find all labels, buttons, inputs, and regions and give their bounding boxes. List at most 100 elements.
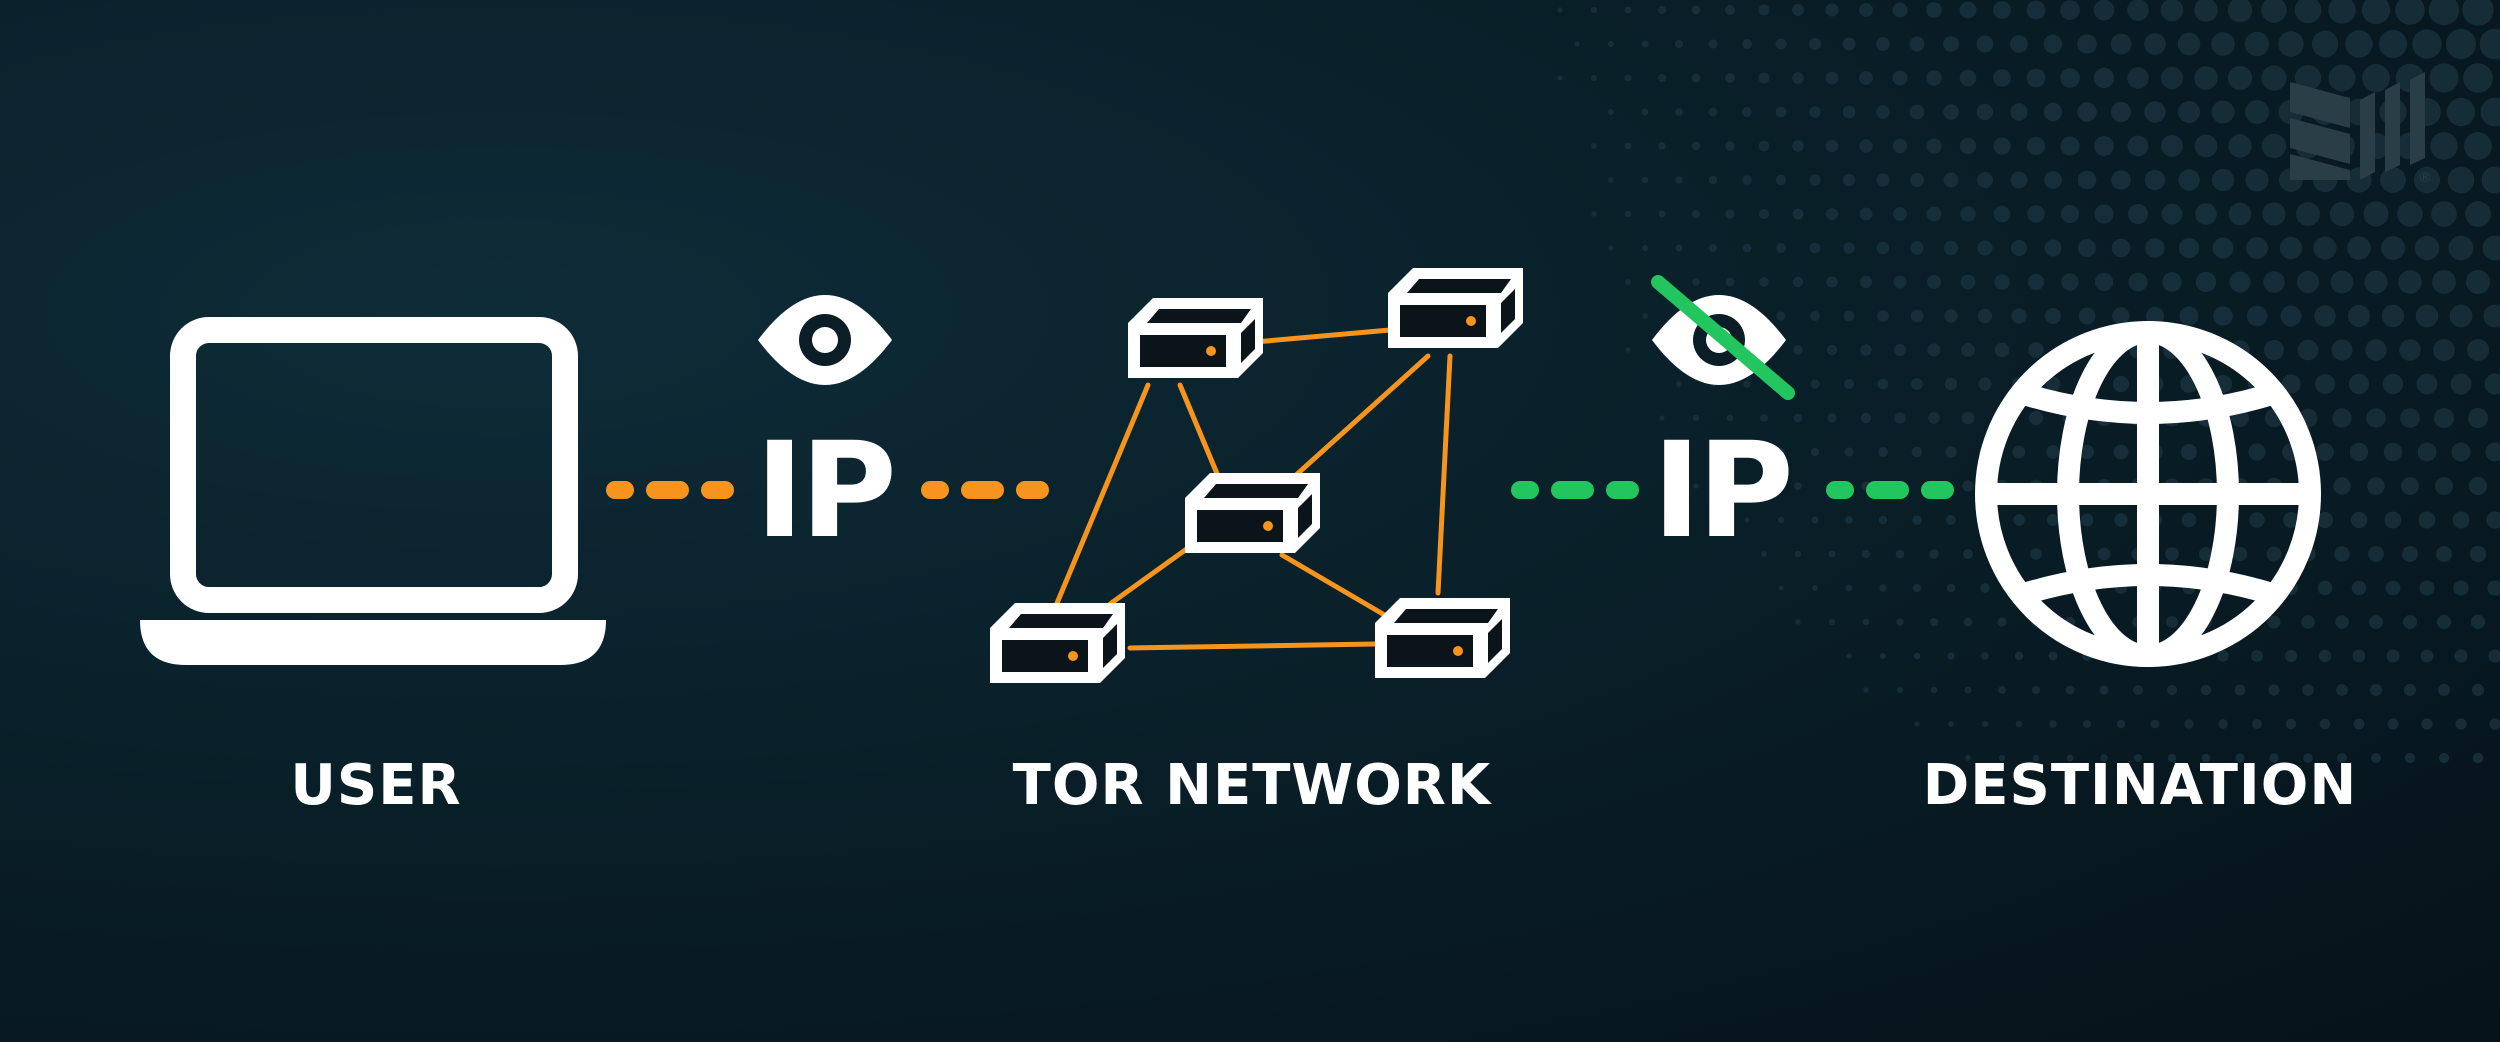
pattern-dot (2060, 68, 2080, 88)
pattern-dot (2311, 30, 2339, 58)
pattern-dot (1943, 172, 1959, 188)
pattern-dot (1608, 41, 1614, 47)
pattern-dot (2446, 97, 2476, 127)
pattern-dot (2249, 512, 2265, 528)
pattern-dot (1859, 71, 1873, 85)
pattern-dot (2348, 373, 2370, 395)
svg-text:®: ® (2418, 170, 2432, 186)
pattern-dot (1608, 177, 1614, 183)
pattern-dot (2027, 205, 2045, 223)
pattern-dot (2296, 270, 2320, 294)
pattern-dot (2211, 168, 2235, 192)
pattern-dot (1927, 275, 1941, 289)
pattern-dot (2314, 305, 2336, 327)
pattern-dot (1743, 448, 1751, 456)
pattern-dot (1591, 143, 1597, 149)
pattern-dot (1893, 207, 1907, 221)
pattern-dot (1859, 207, 1873, 221)
pattern-dot (2489, 718, 2500, 730)
pattern-dot (2049, 720, 2057, 728)
pattern-dot (2469, 545, 2487, 563)
pattern-dot (2365, 339, 2387, 361)
pattern-dot (1624, 142, 1632, 150)
pattern-dot (2110, 33, 2132, 55)
pattern-dot (2345, 30, 2373, 58)
pattern-dot (2227, 65, 2253, 91)
pattern-dot (1913, 652, 1921, 660)
pattern-dot (1792, 140, 1804, 152)
pattern-dot (2462, 0, 2494, 26)
pattern-dot (2431, 201, 2457, 227)
pattern-dot (1997, 617, 2007, 627)
pattern-dot (1895, 549, 1905, 559)
pattern-dot (1946, 515, 1956, 525)
pattern-dot (2031, 685, 2041, 695)
pattern-dot (2128, 272, 2148, 292)
pattern-dot (2044, 239, 2062, 257)
pattern-dot (2285, 718, 2297, 730)
pattern-dot (2403, 683, 2417, 697)
pattern-dot (1976, 35, 1994, 53)
pattern-dot (2316, 511, 2334, 529)
pattern-dot (2330, 270, 2354, 294)
pattern-dot (1879, 584, 1887, 592)
pattern-dot (1675, 40, 1683, 48)
pattern-dot (1910, 309, 1924, 323)
pattern-dot (1960, 206, 1976, 222)
pattern-dot (2263, 271, 2285, 293)
pattern-dot (1826, 344, 1838, 356)
pattern-dot (1758, 140, 1770, 152)
pattern-dot (1843, 310, 1855, 322)
pattern-dot (2245, 168, 2269, 192)
pattern-dot (1725, 73, 1735, 83)
pattern-dot (1826, 276, 1838, 288)
pattern-dot (1877, 378, 1889, 390)
pattern-dot (2261, 65, 2287, 91)
pattern-dot (2261, 133, 2287, 159)
pattern-dot (2200, 684, 2212, 696)
pattern-dot (2014, 651, 2024, 661)
pattern-dot (2479, 28, 2500, 60)
pattern-dot (1557, 75, 1563, 81)
pattern-dot (1793, 413, 1803, 423)
pattern-dot (1725, 277, 1735, 287)
pattern-dot (2160, 0, 2184, 22)
eye-icon (758, 295, 892, 385)
pattern-dot (1794, 550, 1802, 558)
pattern-dot (2252, 719, 2262, 729)
pattern-dot (2077, 170, 2097, 190)
pattern-dot (2416, 373, 2438, 395)
pattern-dot (1897, 687, 1903, 693)
pattern-dot (2264, 340, 2284, 360)
laptop-icon (140, 317, 606, 665)
pattern-dot (2471, 683, 2485, 697)
pattern-dot (1926, 70, 1942, 86)
pattern-dot (2436, 546, 2452, 562)
pattern-dot (2060, 136, 2080, 156)
pattern-dot (1945, 446, 1957, 458)
pattern-dot (1777, 448, 1785, 456)
pattern-dot (1998, 686, 2006, 694)
pattern-dot (2213, 306, 2233, 326)
pattern-dot (1944, 309, 1958, 323)
pattern-dot (2352, 649, 2366, 663)
pattern-dot (2043, 34, 2063, 54)
pattern-dot (2279, 236, 2303, 260)
pattern-dot (2436, 614, 2452, 630)
pattern-dot (2218, 719, 2228, 729)
pattern-dot (2028, 342, 2044, 358)
pattern-dot (1981, 720, 1989, 728)
pattern-dot (2010, 239, 2028, 257)
pattern-dot (1691, 209, 1701, 219)
pattern-dot (1692, 414, 1700, 422)
pattern-dot (1909, 36, 1925, 52)
pattern-dot (2418, 511, 2436, 529)
pattern-dot (2080, 513, 2094, 527)
pattern-dot (1642, 313, 1648, 319)
pattern-dot (2315, 374, 2335, 394)
pattern-dot (1892, 2, 1908, 18)
pattern-dot (1776, 243, 1786, 253)
pattern-dot (1960, 274, 1976, 290)
user-label: USER (290, 753, 462, 818)
pattern-dot (2181, 444, 2197, 460)
